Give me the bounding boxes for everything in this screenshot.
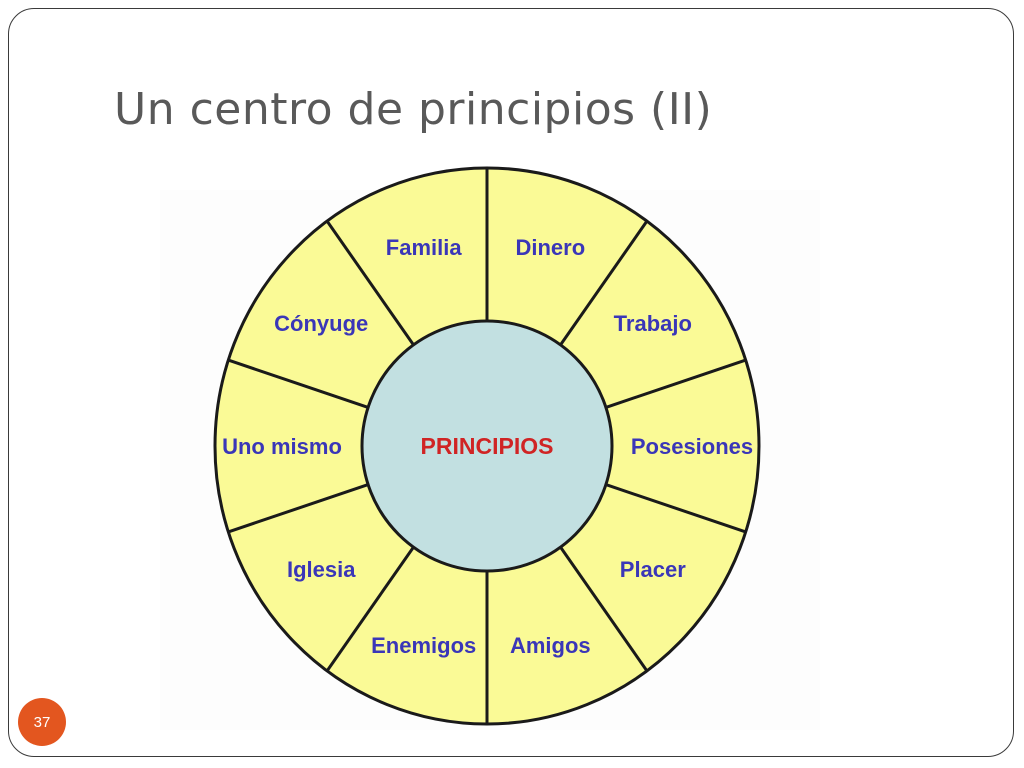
segment-label: Familia bbox=[386, 235, 463, 260]
segment-label: Posesiones bbox=[631, 434, 753, 459]
segment-label: Dinero bbox=[515, 235, 585, 260]
segment-divider bbox=[605, 483, 747, 534]
segment-label: Iglesia bbox=[287, 557, 356, 582]
segment-divider bbox=[227, 483, 369, 534]
segment-divider bbox=[227, 358, 369, 409]
slide-number-badge: 37 bbox=[18, 698, 66, 746]
slide-title: Un centro de principios (II) bbox=[114, 84, 713, 135]
slide-number: 37 bbox=[33, 713, 51, 731]
center-label: PRINCIPIOS bbox=[421, 433, 554, 459]
segment-divider bbox=[325, 220, 415, 346]
center-circle bbox=[360, 319, 614, 573]
segment-divider bbox=[605, 358, 747, 409]
segment-label: Trabajo bbox=[614, 311, 692, 336]
segment-divider bbox=[325, 546, 415, 672]
segment-label: Uno mismo bbox=[222, 434, 342, 459]
segment-label: Placer bbox=[620, 557, 686, 582]
segment-dividers bbox=[227, 168, 747, 724]
segment-label: Cónyuge bbox=[274, 311, 368, 336]
segment-divider bbox=[559, 546, 649, 672]
segment-label: Amigos bbox=[510, 633, 591, 658]
segment-divider bbox=[559, 220, 649, 346]
segment-label: Enemigos bbox=[371, 633, 476, 658]
